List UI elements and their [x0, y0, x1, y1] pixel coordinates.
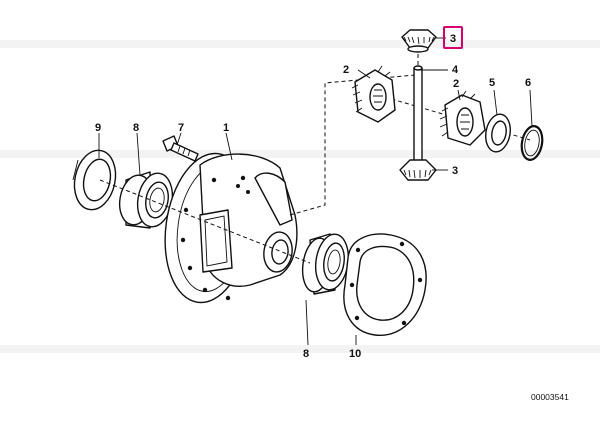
watermark-bands [0, 40, 600, 353]
part-5-thrust-washer[interactable] [483, 112, 513, 154]
callout-labels: 1 2 2 3 3 4 5 6 7 8 8 9 10 [95, 33, 531, 360]
callout-5[interactable]: 5 [489, 77, 495, 89]
part-2-side-gear-right[interactable] [439, 90, 486, 146]
callout-2-left[interactable]: 2 [343, 64, 349, 76]
callout-3-upper[interactable]: 3 [450, 33, 456, 45]
part-2-side-gear-left[interactable] [351, 65, 396, 123]
part-8-bearing-center[interactable] [299, 232, 351, 295]
part-9-seal-ring[interactable] [69, 146, 121, 213]
callout-4[interactable]: 4 [452, 64, 459, 76]
part-10-gasket[interactable] [343, 233, 427, 336]
part-3-bevel-gear-upper[interactable] [401, 29, 437, 53]
callout-3-highlight-box [443, 26, 463, 49]
callout-10[interactable]: 10 [349, 348, 361, 360]
figure-code: 00003541 [531, 392, 569, 402]
part-8-bearing-left[interactable] [116, 170, 177, 229]
callout-9[interactable]: 9 [95, 122, 101, 134]
part-4-pinion-shaft[interactable] [413, 65, 423, 171]
part-6-circlip[interactable] [519, 125, 545, 162]
callout-3-lower[interactable]: 3 [452, 165, 458, 177]
callout-8-center[interactable]: 8 [303, 348, 309, 360]
leader-lines [98, 37, 533, 346]
part-1-differential-housing[interactable] [156, 148, 298, 308]
callout-7[interactable]: 7 [178, 122, 184, 134]
callout-6[interactable]: 6 [525, 77, 531, 89]
callout-1[interactable]: 1 [223, 122, 229, 134]
part-3-bevel-gear-lower[interactable] [399, 159, 437, 181]
callout-8-left[interactable]: 8 [133, 122, 139, 134]
callout-2-right[interactable]: 2 [453, 78, 459, 90]
